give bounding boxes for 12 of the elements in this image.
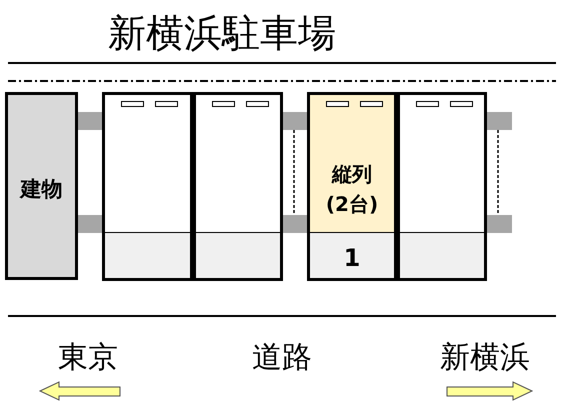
building-label: 建物 xyxy=(18,176,64,203)
building-block xyxy=(5,92,78,280)
title: 新横浜駐車場 xyxy=(108,10,336,57)
parking-space xyxy=(193,92,283,281)
space-label: 縦列 (2台) xyxy=(324,161,380,218)
space-number: 1 xyxy=(342,244,362,272)
direction-label: 東京 xyxy=(58,340,118,376)
parking-space xyxy=(102,92,193,281)
parking-space xyxy=(397,92,487,281)
parking-space xyxy=(307,92,397,281)
road-label: 道路 xyxy=(252,340,312,376)
direction-label: 新横浜 xyxy=(440,340,530,376)
